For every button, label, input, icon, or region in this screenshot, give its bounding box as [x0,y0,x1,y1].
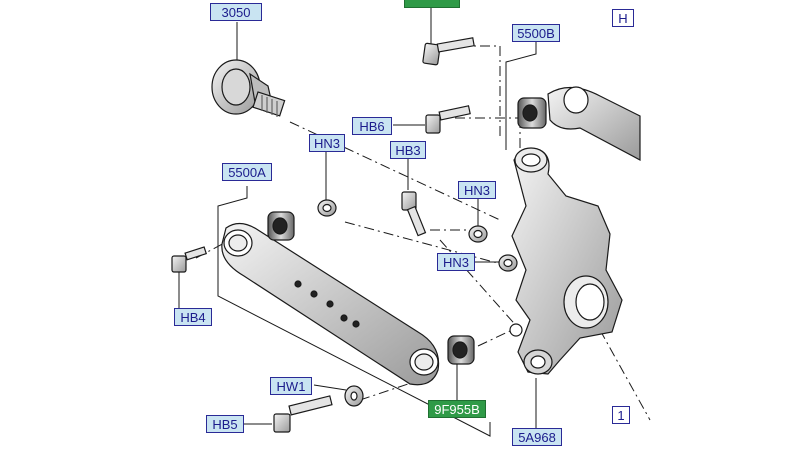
bush-9f955b [447,335,475,365]
callout-5500b[interactable]: 5500B [512,24,560,42]
callout-hn3-mid[interactable]: HN3 [458,181,496,199]
axis-line-1 [289,121,501,221]
callout-hw1[interactable]: HW1 [270,377,312,395]
callout-9f955b[interactable]: 9F955B [428,400,486,418]
callout-edge-1[interactable]: 1 [612,406,630,424]
bush-arm-top [267,211,295,241]
lower-arm-5500a [221,222,440,386]
callout-hb5[interactable]: HB5 [206,415,244,433]
bracket-5500b [505,42,537,150]
nut-hn3-low [498,254,518,272]
washer-hw1 [344,385,364,407]
callout-hn3-top[interactable]: HN3 [309,134,345,152]
bolt-top [422,37,475,66]
callout-5500a[interactable]: 5500A [222,163,272,181]
driveshaft-3050 [211,59,286,117]
callout-hb3[interactable]: HB3 [390,141,426,159]
bolt-hb5 [273,395,333,433]
axis-line-8 [477,329,513,347]
callout-hn3-low[interactable]: HN3 [437,253,475,271]
callout-hb4[interactable]: HB4 [174,308,212,326]
axis-line-2 [344,221,517,269]
bracket-5500a [217,186,491,437]
bolt-hb6 [425,105,471,134]
bolt-hb3 [401,191,427,237]
bolt-hb4 [171,246,208,273]
hub-knuckle [509,147,623,375]
callout-5a968[interactable]: 5A968 [512,428,562,446]
axis-line-11 [599,329,651,421]
nut-hn3-top [317,199,337,217]
upper-arm-5500b [517,86,641,161]
callout-hb6[interactable]: HB6 [352,117,392,135]
leader-hw1 [313,384,347,391]
nut-hn3-mid [468,225,488,243]
callout-top-partial[interactable] [404,0,460,8]
callout-3050[interactable]: 3050 [210,3,262,21]
callout-edge-h[interactable]: H [612,9,634,27]
